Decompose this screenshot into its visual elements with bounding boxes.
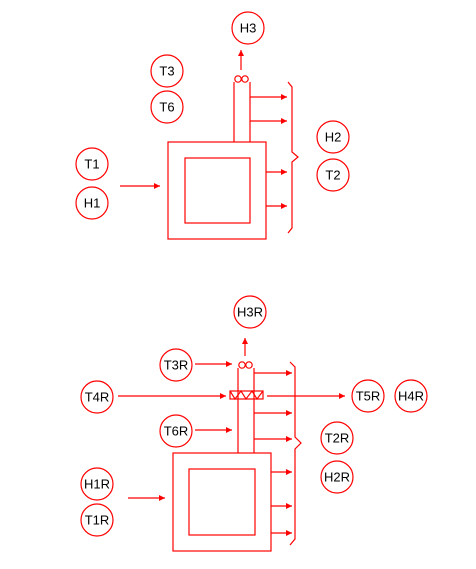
top-t6-label: T6: [159, 100, 174, 115]
bottom-outlet-brace: [289, 361, 302, 546]
top-stack-cap-left: [234, 75, 242, 83]
bottom-t1r-circle: [80, 503, 114, 537]
bottom-stack-cap-left: [238, 361, 246, 369]
top-h3-circle: [231, 11, 265, 45]
bottom-t5r-label: T5R: [356, 389, 381, 404]
top-t1-circle: [75, 147, 109, 181]
bottom-t6r-label: T6R: [164, 424, 189, 439]
bottom-diagram: [80, 295, 428, 552]
top-t2-circle: [316, 158, 350, 192]
stack-heat-exchanger-zigzag: [229, 389, 264, 401]
top-t6-circle: [150, 90, 184, 124]
top-t1-label: T1: [84, 157, 99, 172]
top-t3-label: T3: [159, 64, 174, 79]
bottom-h1r-circle: [80, 467, 114, 501]
bottom-t2r-circle: [320, 421, 354, 455]
bottom-h2r-label: H2R: [324, 470, 350, 485]
top-h1-circle: [75, 186, 109, 220]
bottom-t5r-circle: [351, 379, 385, 413]
top-outlet-brace: [287, 81, 299, 234]
top-unit-inner-box: [184, 157, 251, 224]
bottom-t3r-circle: [159, 348, 193, 382]
bottom-t6r-circle: [159, 414, 193, 448]
top-t3-circle: [150, 54, 184, 88]
top-unit-outer-box: [167, 141, 267, 240]
bottom-h1r-label: H1R: [84, 477, 110, 492]
top-h1-label: H1: [84, 196, 101, 211]
top-h2-circle: [316, 120, 350, 154]
top-stack-cap-right: [241, 75, 249, 83]
top-h3-label: H3: [240, 21, 257, 36]
bottom-h4r-label: H4R: [398, 389, 424, 404]
bottom-h4r-circle: [394, 379, 428, 413]
bottom-unit-outer-box: [172, 452, 272, 552]
bottom-t4r-circle: [80, 380, 114, 414]
top-diagram: [75, 11, 350, 240]
bottom-h2r-circle: [320, 460, 354, 494]
bottom-unit-inner-box: [188, 468, 256, 536]
bottom-stack-cap-right: [245, 361, 253, 369]
bottom-t2r-label: T2R: [325, 431, 350, 446]
bottom-t4r-label: T4R: [85, 390, 110, 405]
bottom-t1r-label: T1R: [85, 513, 110, 528]
top-h2-label: H2: [325, 130, 342, 145]
bottom-h3r-circle: [233, 295, 267, 329]
top-t2-label: T2: [325, 168, 340, 183]
bottom-h3r-label: H3R: [237, 305, 263, 320]
bottom-t3r-label: T3R: [164, 358, 189, 373]
